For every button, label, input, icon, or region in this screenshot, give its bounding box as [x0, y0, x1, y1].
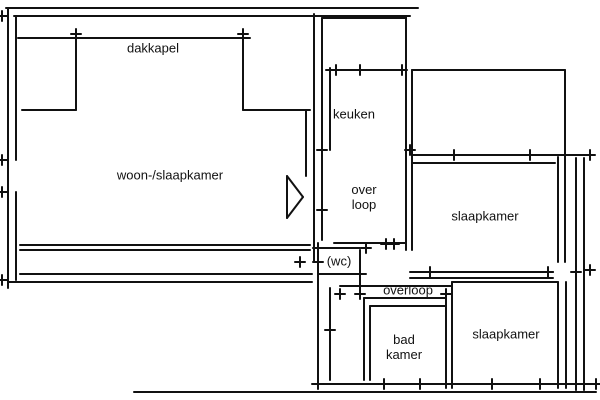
room-label-woon-slaapkamer: woon-/slaapkamer: [116, 167, 224, 183]
door-swing-2: [286, 196, 304, 219]
room-label-overloop-upper: over loop: [351, 182, 376, 212]
room-label-keuken: keuken: [333, 106, 375, 122]
room-label-dakkapel: dakkapel: [126, 40, 180, 56]
overloop-upper-line2: loop: [351, 197, 377, 212]
room-label-wc: (wc): [326, 253, 352, 269]
overloop-upper-line1: over: [351, 182, 377, 197]
room-label-overloop-lower: overloop: [383, 282, 433, 298]
room-label-badkamer: bad kamer: [386, 332, 422, 362]
room-label-slaapkamer-lower: slaapkamer: [472, 326, 540, 342]
badkamer-line1: bad: [393, 332, 415, 347]
room-label-slaapkamer-right: slaapkamer: [451, 208, 519, 224]
badkamer-line2: kamer: [385, 347, 423, 362]
door-swing-1: [286, 175, 304, 198]
